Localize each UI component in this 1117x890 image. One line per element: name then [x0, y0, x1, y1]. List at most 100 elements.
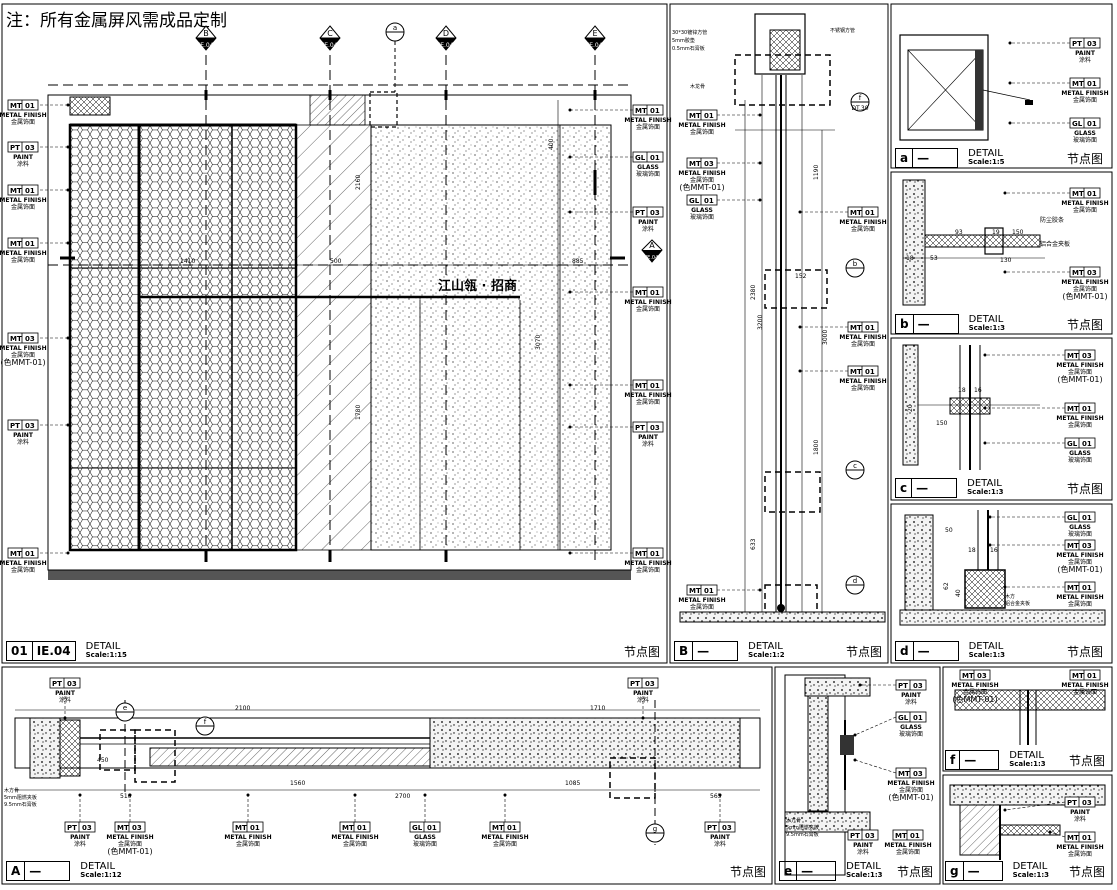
svg-text:b: b: [853, 260, 858, 268]
dimension-label: 18: [958, 387, 966, 394]
svg-text:01: 01: [704, 112, 714, 120]
svg-text:METAL FINISH: METAL FINISH: [106, 834, 153, 841]
svg-text:金属饰面: 金属饰面: [690, 176, 714, 184]
svg-text:金属饰面: 金属饰面: [1073, 688, 1097, 696]
dimension-label: 3000: [822, 330, 829, 345]
svg-text:PT: PT: [10, 422, 20, 430]
section-note: 木龙骨: [690, 83, 705, 90]
svg-text:01: 01: [650, 289, 660, 297]
dimension-label: 20: [907, 404, 914, 412]
svg-text:GL: GL: [412, 824, 423, 832]
svg-text:01: 01: [427, 824, 437, 832]
dimension-label: 450: [97, 757, 109, 764]
svg-text:DT.30: DT.30: [851, 105, 868, 112]
svg-text:金属饰面: 金属饰面: [1073, 206, 1097, 214]
svg-text:GLASS: GLASS: [1074, 130, 1096, 137]
svg-text:METAL FINISH: METAL FINISH: [0, 345, 47, 352]
svg-text:涂料: 涂料: [905, 698, 917, 706]
svg-text:01: 01: [865, 368, 875, 376]
grid-callout: E IE.04: [584, 25, 606, 51]
svg-text:MT: MT: [689, 160, 701, 168]
svg-text:(色MMT-01): (色MMT-01): [888, 792, 933, 802]
svg-text:金属饰面: 金属饰面: [690, 603, 714, 611]
title-01-id1: 01: [6, 641, 33, 661]
svg-text:METAL FINISH: METAL FINISH: [0, 197, 47, 204]
svg-text:MT: MT: [850, 368, 862, 376]
svg-text:01: 01: [25, 187, 35, 195]
elevation-01: [47, 55, 632, 580]
svg-text:金属饰面: 金属饰面: [851, 225, 875, 233]
svg-text:01: 01: [1082, 834, 1092, 842]
svg-text:涂料: 涂料: [59, 696, 71, 704]
svg-text:METAL FINISH: METAL FINISH: [224, 834, 271, 841]
grid-callout: a: [385, 22, 405, 92]
section-B: [679, 13, 886, 623]
svg-text:MT: MT: [1067, 834, 1079, 842]
svg-text:(色MMT-01): (色MMT-01): [952, 694, 997, 704]
svg-text:01: 01: [704, 587, 714, 595]
svg-text:金属饰面: 金属饰面: [11, 566, 35, 574]
svg-text:01: 01: [1082, 440, 1092, 448]
svg-text:GLASS: GLASS: [691, 207, 713, 214]
svg-text:MT: MT: [10, 335, 22, 343]
detail-f: [954, 689, 1106, 745]
svg-text:(色MMT-01): (色MMT-01): [1057, 374, 1102, 384]
dimension-label: 3070: [535, 335, 542, 350]
svg-text:IE.04: IE.04: [587, 42, 602, 49]
svg-text:METAL FINISH: METAL FINISH: [1056, 415, 1103, 422]
svg-text:金属饰面: 金属饰面: [11, 203, 35, 211]
svg-text:03: 03: [25, 144, 35, 152]
svg-text:IE.04: IE.04: [438, 42, 453, 49]
svg-text:玻璃饰面: 玻璃饰面: [899, 730, 923, 738]
svg-text:03: 03: [1087, 269, 1097, 277]
svg-text:GLASS: GLASS: [1069, 524, 1091, 531]
svg-text:PT: PT: [630, 680, 640, 688]
svg-text:GL: GL: [1067, 514, 1078, 522]
svg-text:03: 03: [132, 824, 142, 832]
svg-text:METAL FINISH: METAL FINISH: [1056, 594, 1103, 601]
svg-text:金属饰面: 金属饰面: [11, 256, 35, 264]
svg-text:金属饰面: 金属饰面: [896, 848, 920, 856]
dimension-label: 93: [955, 229, 963, 236]
svg-text:MT: MT: [850, 209, 862, 217]
svg-text:f: f: [859, 94, 862, 102]
detail-callout: b: [845, 258, 865, 278]
svg-text:金属饰面: 金属饰面: [636, 123, 660, 131]
svg-text:01: 01: [1082, 584, 1092, 592]
svg-text:C: C: [327, 29, 333, 38]
svg-text:E: E: [592, 29, 597, 38]
dimension-label: 2700: [395, 793, 410, 800]
svg-text:METAL FINISH: METAL FINISH: [624, 560, 671, 567]
svg-text:PAINT: PAINT: [633, 690, 654, 697]
svg-text:METAL FINISH: METAL FINISH: [1056, 362, 1103, 369]
svg-text:金属饰面: 金属饰面: [493, 840, 517, 848]
detail-note: 木方: [1005, 593, 1015, 600]
dimension-label: 510: [120, 793, 132, 800]
detail-a: [899, 34, 1033, 141]
svg-text:PT: PT: [1072, 40, 1082, 48]
grid-callout: CIE.04: [319, 25, 341, 51]
svg-text:01: 01: [1087, 672, 1097, 680]
svg-text:金属饰面: 金属饰面: [1068, 600, 1092, 608]
svg-text:MT: MT: [895, 832, 907, 840]
section-note: 5mm胶垫: [672, 37, 695, 44]
plan-note: 木方骨: [4, 787, 19, 794]
detail-note: 5mm阻燃夹板: [786, 824, 819, 831]
svg-text:PAINT: PAINT: [901, 692, 922, 699]
svg-text:MT: MT: [1067, 352, 1079, 360]
detail-note: 防尘胶条: [1040, 216, 1064, 224]
detail-note: 铝合金夹板: [1040, 240, 1070, 248]
